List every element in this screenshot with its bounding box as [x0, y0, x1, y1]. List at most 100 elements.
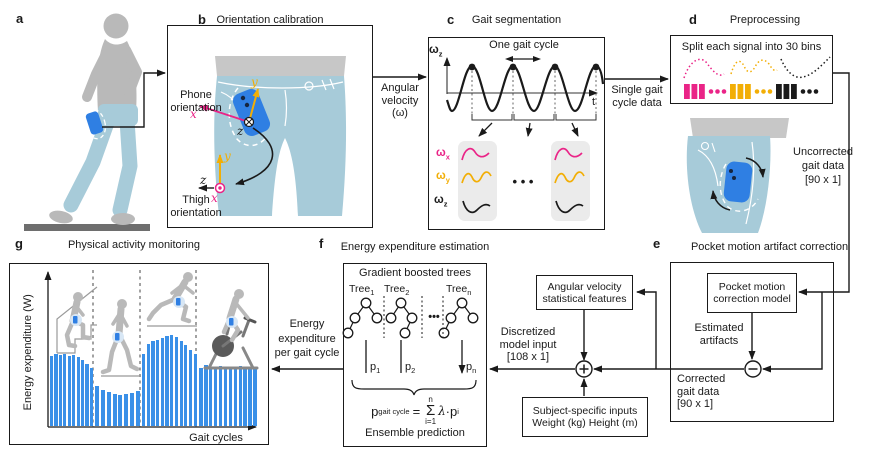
phone-pocket-outline: [719, 163, 759, 212]
box-text: Pocket motion correction model: [708, 274, 796, 312]
phone-x-axis-label: x: [190, 107, 197, 121]
panel-c-box: [428, 37, 605, 230]
dotted-wave-yellow: [730, 59, 778, 75]
panel-label-d: d: [689, 12, 697, 27]
bin: [783, 84, 790, 99]
label-line: correction model: [713, 293, 791, 305]
panel-e-box: [670, 262, 834, 422]
bar: [50, 356, 54, 426]
p2-label: p2: [405, 361, 416, 376]
waistband: [215, 56, 346, 76]
camera-dot: [240, 95, 246, 101]
energy-per-gait-cycle-label: Energy expenditure per gait cycle: [271, 317, 343, 361]
y-axis-label: Energy expenditure (W): [21, 294, 34, 411]
binned-signals: [683, 56, 831, 99]
label-line: model input: [499, 338, 557, 351]
label-line: velocity: [381, 94, 419, 107]
bar: [80, 360, 85, 426]
phone-icon: [73, 316, 78, 324]
one-gait-cycle-label: One gait cycle: [489, 39, 559, 51]
label-line: Angular velocity: [547, 280, 622, 293]
peak-dot: [509, 63, 517, 71]
waistband: [690, 118, 789, 138]
bar: [165, 336, 169, 426]
phone-orientation-label: Phone orientation: [165, 89, 227, 114]
panel-title-g: Physical activity monitoring: [67, 239, 201, 251]
button: [304, 81, 314, 91]
plus-glyph: [579, 364, 589, 374]
label-line: [90 x 1]: [804, 174, 842, 186]
panel-g-box: Energy expenditure (W) Gait cycles: [9, 263, 269, 445]
segment-arrow: [525, 122, 533, 137]
bin: [684, 84, 690, 99]
omega-z-mini-wave: [462, 200, 491, 214]
panel-d-box: [670, 35, 833, 104]
label-line: Pocket motion: [718, 281, 786, 293]
arrow-corrected-to-stats: [636, 288, 657, 369]
single-gait-cycle-data-label: Single gait cycle data: [606, 84, 668, 109]
peak-dot: [592, 63, 600, 71]
dot-operator: ·: [445, 403, 451, 419]
bar: [76, 357, 80, 426]
corrected-gait-data-label: Corrected gait data [90 x 1]: [677, 373, 725, 411]
bar: [72, 355, 76, 426]
dot-icon: [218, 186, 222, 190]
pocket-outline: [83, 108, 107, 140]
tree-prediction-arrows: [365, 340, 462, 373]
double-arrowheads: [505, 56, 541, 62]
bar-group-cycling: [199, 266, 257, 426]
bar-group-walking: [95, 266, 140, 426]
label-line: Corrected: [677, 373, 726, 385]
peak-dot: [468, 63, 476, 71]
segment-arrow: [478, 122, 493, 137]
label-line: Estimated: [694, 322, 744, 334]
running-person-icon: [146, 272, 197, 327]
belt-loops: [321, 78, 335, 91]
label-line: statistical features: [542, 292, 627, 305]
bin: [745, 84, 751, 99]
label-line: Weight (kg) Height (m): [532, 417, 638, 429]
button: [700, 141, 710, 151]
label-line: expenditure: [278, 332, 336, 345]
thigh-z-axis-label: z: [200, 173, 207, 187]
label-line: Energy: [289, 318, 325, 330]
bin: [699, 84, 705, 99]
bin-dot: [800, 89, 806, 94]
tree-node: [456, 297, 468, 309]
phone-y-axis-arrow: [248, 88, 260, 123]
x-axis-label: Gait cycles: [189, 432, 243, 444]
bar: [112, 394, 117, 426]
walking-person-illustration: [24, 13, 150, 231]
thigh-orientation-label: Thigh orientation: [166, 194, 226, 219]
bar: [124, 394, 129, 426]
waist-seam: [217, 81, 344, 89]
label-line: gait data: [801, 160, 845, 172]
panel-label-f: f: [319, 236, 324, 251]
front-leg: [112, 112, 138, 218]
formula-rhs-sub: i: [457, 406, 459, 416]
brace: [351, 379, 477, 396]
bar: [89, 368, 93, 426]
equals: =: [412, 403, 421, 419]
bar: [170, 335, 174, 426]
tree-node: [438, 327, 450, 339]
phone-y-axis-label: y: [251, 75, 258, 89]
wz-axis-label: ωz: [429, 44, 443, 59]
discretized-model-input-label: Discretized model input [108 x 1]: [496, 326, 560, 364]
rotation-arrow: [710, 190, 731, 211]
panel-title-d: Preprocessing: [729, 14, 801, 26]
bar: [213, 368, 218, 426]
camera-dot: [729, 169, 733, 173]
omega-z-signal: [445, 64, 605, 113]
ellipsis: • • •: [512, 174, 534, 189]
thigh-pocket-illustration: [686, 118, 789, 233]
tree-node: [406, 312, 418, 324]
box-text: Angular velocity statistical features: [537, 276, 632, 309]
shorts-illustration: [198, 56, 347, 216]
bin: [791, 84, 797, 99]
phone-icon: [723, 161, 753, 203]
stair-climbing-person-icon: [56, 286, 98, 354]
bar: [228, 369, 233, 426]
